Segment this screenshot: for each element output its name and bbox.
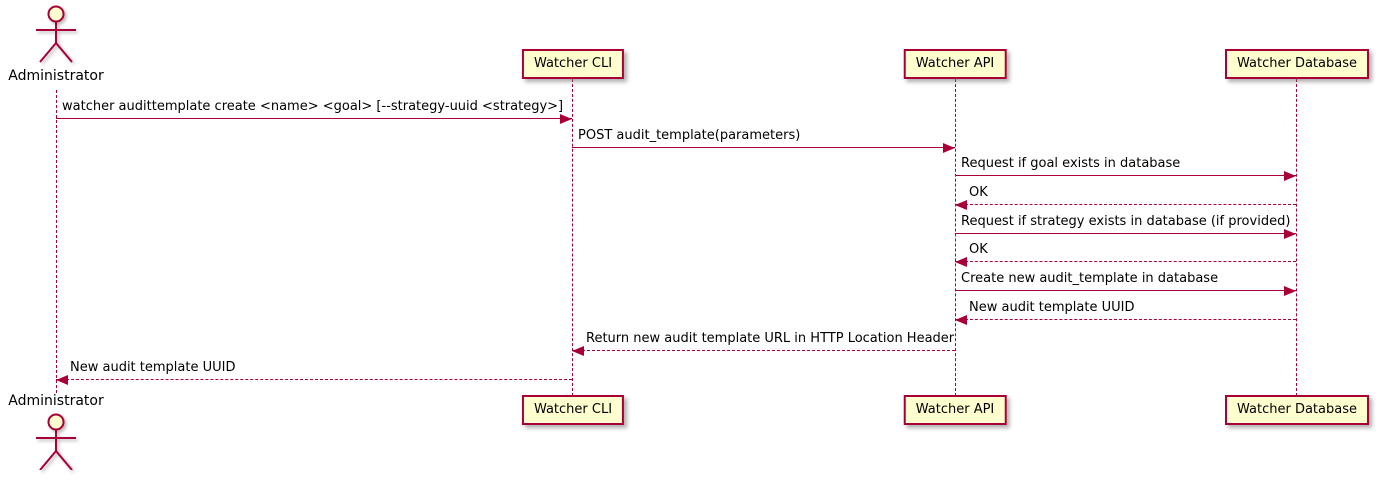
lifeline-administrator: [56, 90, 57, 393]
message-line: [955, 175, 1296, 176]
message-label: watcher audittemplate create <name> <goa…: [62, 99, 564, 114]
message-line: [955, 204, 1296, 205]
participant-box-top-watcher-cli: Watcher CLI: [521, 49, 625, 79]
arrowhead-icon: [1284, 286, 1296, 296]
participant-box-bottom-watcher-database: Watcher Database: [1225, 395, 1369, 425]
message-label: New audit template UUID: [70, 360, 236, 375]
arrowhead-icon: [955, 315, 967, 325]
actor-icon: [36, 413, 76, 470]
arrowhead-icon: [1284, 171, 1296, 181]
message-line: [955, 261, 1296, 262]
message-label: New audit template UUID: [969, 300, 1135, 315]
message-line: [955, 290, 1296, 291]
message-label: OK: [969, 185, 988, 200]
actor-label-administrator-bottom: Administrator: [8, 393, 104, 409]
arrowhead-icon: [56, 375, 68, 385]
arrowhead-icon: [572, 346, 584, 356]
arrowhead-icon: [955, 257, 967, 267]
lifeline-watcher-cli: [572, 79, 573, 396]
message-line: [56, 118, 572, 119]
participant-box-top-watcher-api: Watcher API: [903, 49, 1007, 79]
participant-box-top-watcher-database: Watcher Database: [1225, 49, 1369, 79]
message-line: [572, 147, 955, 148]
message-label: Return new audit template URL in HTTP Lo…: [586, 331, 955, 346]
message-label: Create new audit_template in database: [961, 271, 1219, 286]
message-label: OK: [969, 242, 988, 257]
message-line: [56, 379, 572, 380]
message-line: [955, 319, 1296, 320]
message-label: POST audit_template(parameters): [578, 128, 801, 143]
arrowhead-icon: [955, 200, 967, 210]
arrowhead-icon: [560, 114, 572, 124]
actor-label-administrator-top: Administrator: [8, 68, 104, 84]
message-label: Request if goal exists in database: [961, 156, 1181, 171]
message-line: [572, 350, 955, 351]
participant-box-bottom-watcher-cli: Watcher CLI: [521, 395, 625, 425]
arrowhead-icon: [1284, 229, 1296, 239]
message-label: Request if strategy exists in database (…: [961, 214, 1291, 229]
participant-box-bottom-watcher-api: Watcher API: [903, 395, 1007, 425]
message-line: [955, 233, 1296, 234]
arrowhead-icon: [943, 143, 955, 153]
actor-icon: [36, 5, 76, 63]
lifeline-watcher-database: [1296, 79, 1297, 396]
lifeline-watcher-api: [955, 79, 956, 396]
